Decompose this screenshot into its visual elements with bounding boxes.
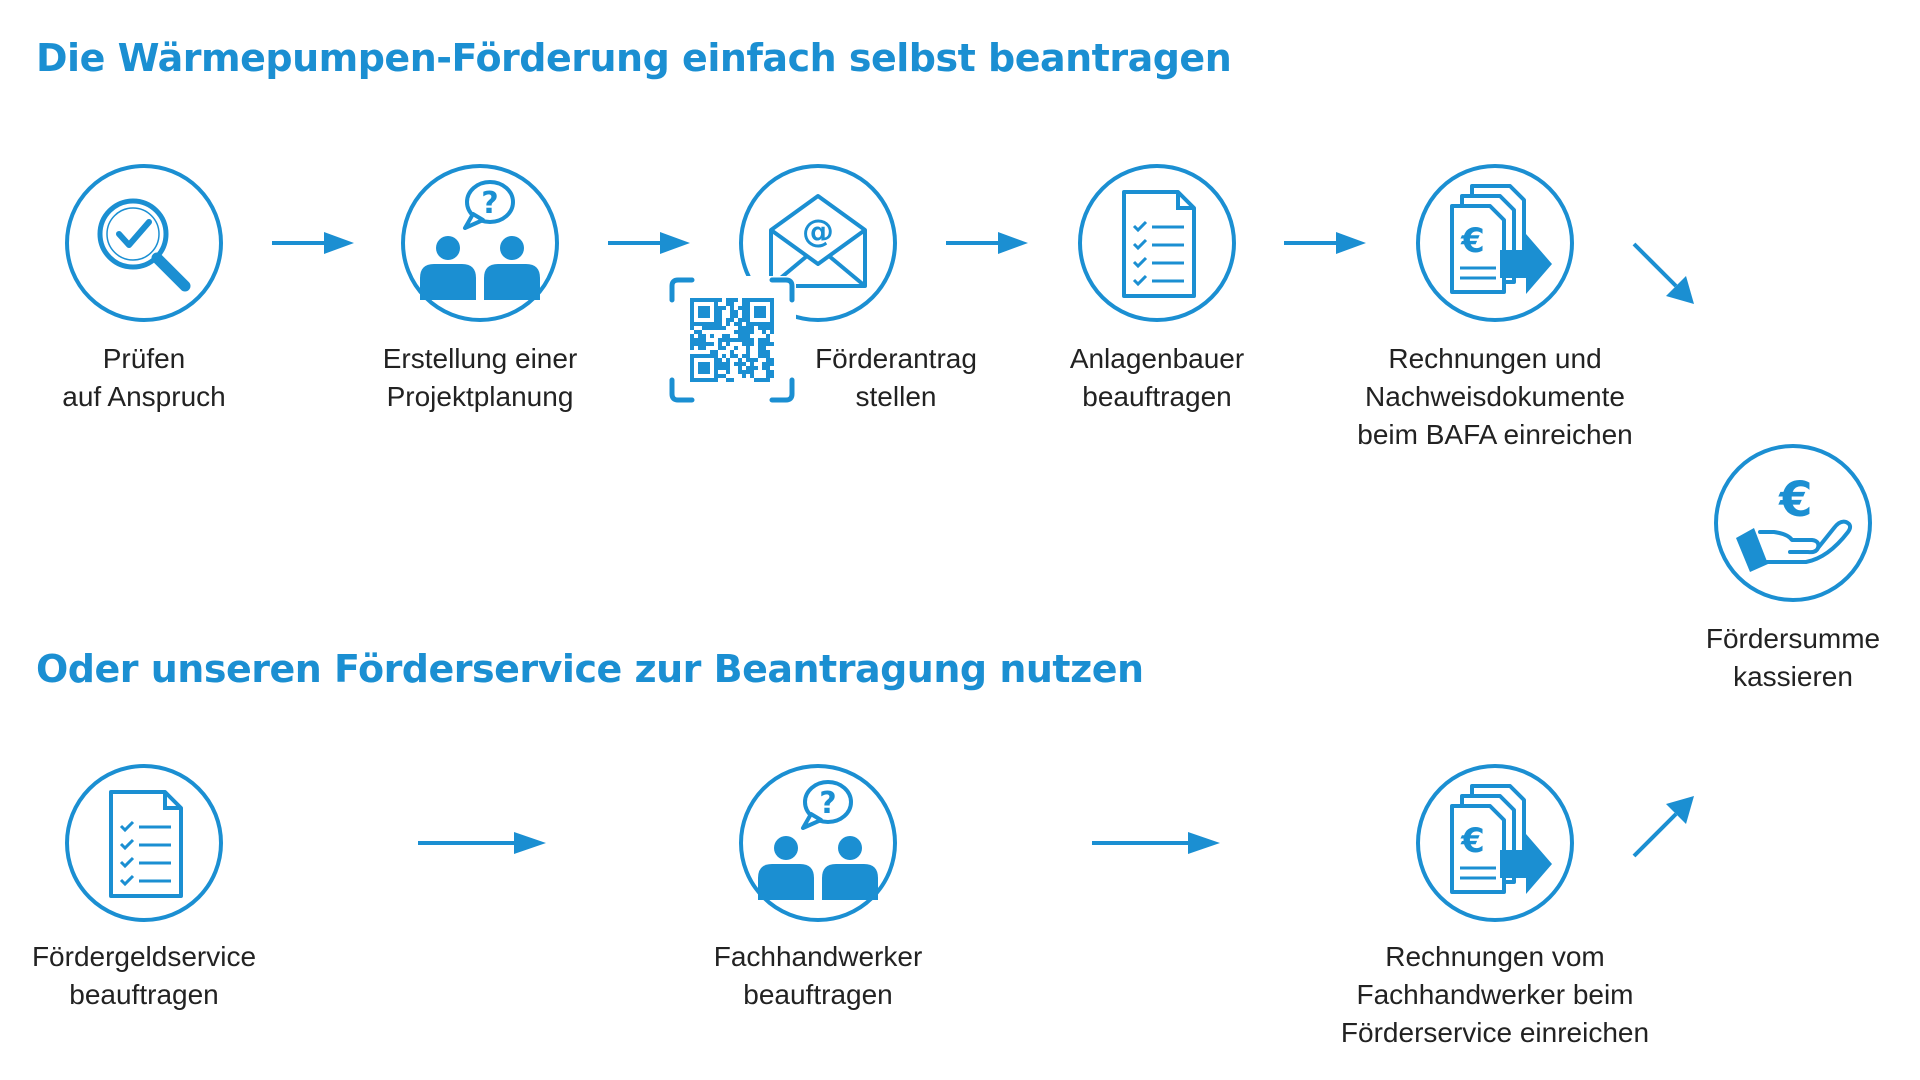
heading-self-application: Die Wärmepumpen-Förderung einfach selbst… xyxy=(36,36,1232,80)
arrow-right-icon xyxy=(418,832,546,854)
step-4-icon-circle xyxy=(1078,164,1236,322)
svg-text:€: € xyxy=(1778,472,1812,528)
final-step-label: Fördersumme kassieren xyxy=(1705,623,1881,692)
euro-hand-icon: € xyxy=(1736,472,1853,572)
magnifier-check-icon xyxy=(97,198,191,292)
arrow-right-icon xyxy=(1092,832,1220,854)
arrow-right-icon xyxy=(608,232,690,254)
service-step-2-icon-circle: ? xyxy=(739,764,897,922)
step-5-label: Rechnungen und Nachweisdokumente beim BA… xyxy=(1357,343,1633,450)
step-1-icon-circle xyxy=(65,164,223,322)
step-4-label: Anlagenbauer beauftragen xyxy=(1069,343,1245,412)
heading-service-application: Oder unseren Förderservice zur Beantragu… xyxy=(36,647,1144,691)
svg-text:?: ? xyxy=(819,786,836,821)
service-step-3-label: Rechnungen vom Fachhandwerker beim Förde… xyxy=(1340,941,1650,1048)
consultation-icon: ? xyxy=(758,780,878,900)
arrow-up-right-icon xyxy=(1632,796,1694,858)
arrow-right-icon xyxy=(272,232,354,254)
euro-documents-send-icon: € xyxy=(1450,784,1552,894)
step-3-label: Förderantrag stellen xyxy=(815,343,977,412)
service-step-1-icon-circle xyxy=(65,764,223,922)
step-1-label: Prüfen auf Anspruch xyxy=(62,343,226,412)
step-5-icon-circle: € xyxy=(1416,164,1574,322)
step-2-icon-circle: ? xyxy=(401,164,559,322)
svg-text:?: ? xyxy=(481,186,498,221)
service-step-3-icon-circle: € xyxy=(1416,764,1574,922)
arrow-down-right-icon xyxy=(1632,242,1694,304)
svg-text:€: € xyxy=(1460,221,1485,261)
checklist-document-icon xyxy=(109,790,183,898)
service-step-1-label: Fördergeldservice beauftragen xyxy=(31,941,257,1010)
qr-code-icon xyxy=(668,276,796,404)
arrow-right-icon xyxy=(946,232,1028,254)
svg-text:€: € xyxy=(1460,821,1485,861)
svg-text:@: @ xyxy=(802,212,834,250)
step-2-label: Erstellung einer Projektplanung xyxy=(382,343,578,412)
service-step-2-label: Fachhandwerker beauftragen xyxy=(713,941,923,1010)
final-step-icon-circle: € xyxy=(1714,444,1872,602)
checklist-document-icon xyxy=(1122,190,1196,298)
euro-documents-send-icon: € xyxy=(1450,184,1552,294)
consultation-icon: ? xyxy=(420,180,540,300)
arrow-right-icon xyxy=(1284,232,1366,254)
